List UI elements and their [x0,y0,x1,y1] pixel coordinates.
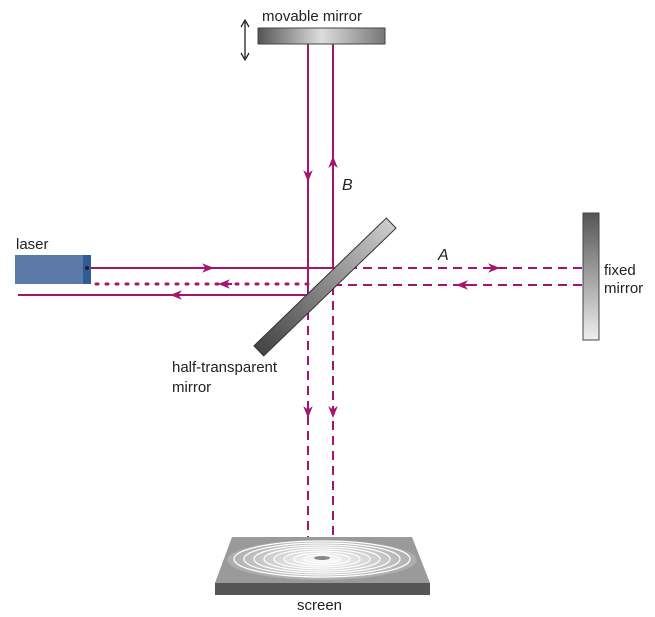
path-a-label: A [438,247,449,264]
laser-device [15,255,91,284]
movable-mirror-label: movable mirror [262,8,363,25]
half-transparent-mirror [253,217,397,357]
fixed-mirror-label-2: mirror [604,280,644,297]
half-mirror-label-2: mirror [172,379,212,396]
screen-label: screen [297,597,343,614]
double-arrow-icon [240,18,250,62]
path-b-label: B [342,177,353,194]
screen-device [215,537,430,595]
laser-label: laser [16,236,49,253]
light-beams [18,44,583,555]
interference-rings [233,540,411,578]
fixed-mirror-label-1: fixed [604,262,636,279]
half-mirror-label-1: half-transparent [172,359,278,376]
movable-mirror [257,27,386,45]
fixed-mirror [582,212,600,341]
